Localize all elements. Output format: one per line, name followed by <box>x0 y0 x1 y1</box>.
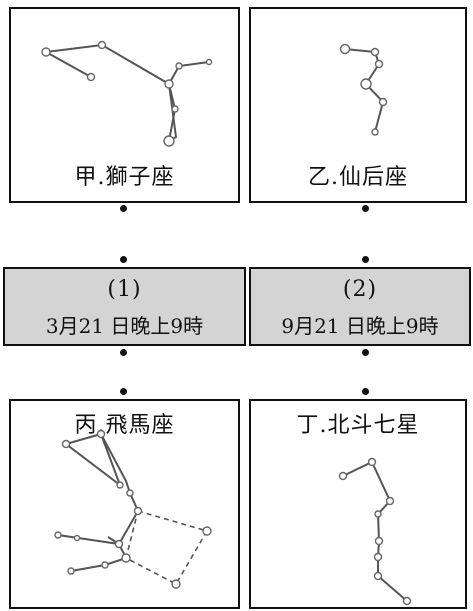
connector-dot <box>362 256 369 263</box>
panel-pegasus: 丙.飛馬座 <box>9 399 240 609</box>
connector-dot <box>362 388 369 395</box>
connector-dot <box>362 205 369 212</box>
big-dipper-label: 丁.北斗七星 <box>296 413 420 438</box>
connector-dot <box>120 388 127 395</box>
connector-dot <box>120 256 127 263</box>
connector-dot <box>120 205 127 212</box>
cassiopeia-constellation-diagram <box>339 43 388 136</box>
cassiopeia-label: 乙.仙后座 <box>308 165 408 190</box>
time-box-1: (1) 3月21 日晚上9時 <box>3 267 246 346</box>
connector-dot <box>120 349 127 356</box>
pegasus-constellation-diagram <box>54 429 212 589</box>
time-box-2-number: (2) <box>342 277 378 302</box>
panel-cassiopeia: 乙.仙后座 <box>249 7 467 203</box>
time-box-1-number: (1) <box>107 277 142 302</box>
panel-big-dipper: 丁.北斗七星 <box>249 399 467 609</box>
panel-leo: 甲.獅子座 <box>9 7 240 203</box>
leo-label: 甲.獅子座 <box>74 165 175 190</box>
connector-dot <box>362 349 369 356</box>
leo-constellation-diagram <box>41 40 213 147</box>
time-box-2-date: 9月21 日晚上9時 <box>281 314 439 338</box>
big-dipper-constellation-diagram <box>338 457 412 606</box>
time-box-2: (2) 9月21 日晚上9時 <box>249 267 471 346</box>
pegasus-label: 丙.飛馬座 <box>74 413 175 438</box>
time-box-1-date: 3月21 日晚上9時 <box>45 314 204 338</box>
